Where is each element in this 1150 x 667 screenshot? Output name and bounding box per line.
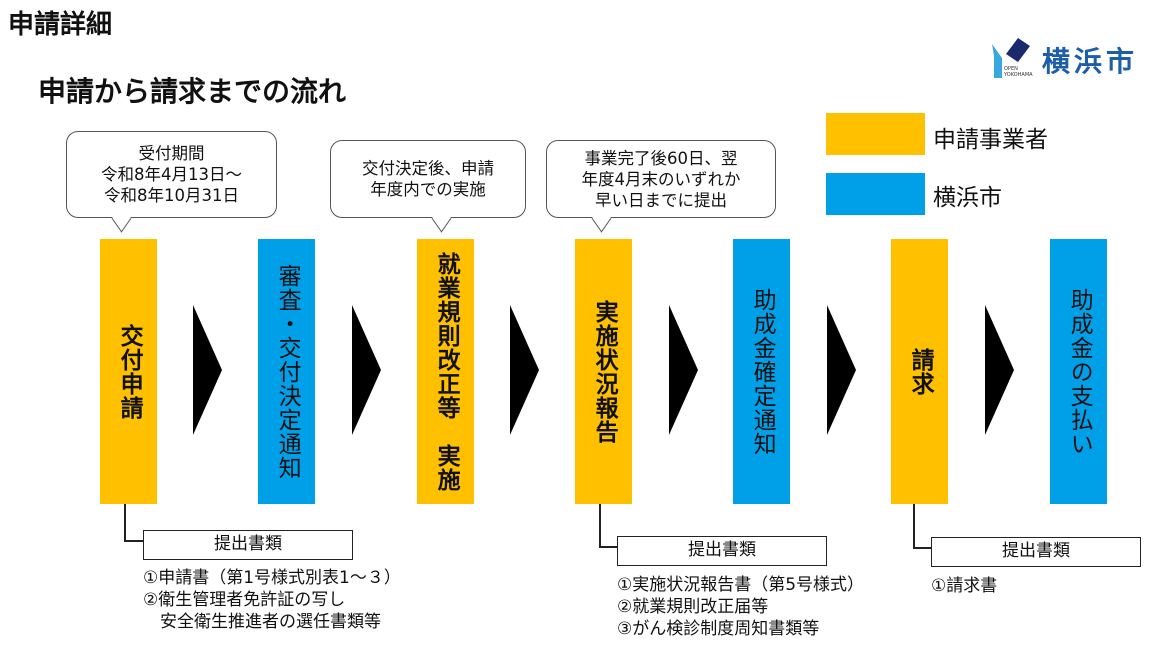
step-label: 交付申請 (116, 323, 143, 420)
step-claim: 請求 (891, 239, 948, 504)
connector-line (124, 540, 144, 542)
documents-list: ①請求書 (931, 575, 997, 597)
arrow-icon (352, 305, 381, 435)
arrow-icon (827, 305, 856, 435)
document-item: 安全衛生推進者の選任書類等 (143, 612, 381, 632)
arrow-icon (669, 305, 698, 435)
callout-line: 早い日までに提出 (595, 190, 727, 210)
legend-swatch-city (826, 173, 925, 215)
callout-line: 年度4月末のいずれか (581, 169, 741, 189)
step-label: 就業規則改正等 実施 (433, 251, 460, 492)
step-payment: 助成金の支払い (1050, 239, 1107, 504)
callout-report-deadline: 事業完了後60日、翌年度4月末のいずれか早い日までに提出 (546, 140, 776, 218)
connector-line (599, 504, 601, 548)
documents-header: 提出書類 (931, 537, 1141, 567)
step-status-report: 実施状況報告 (575, 239, 632, 504)
callout-line: 令和8年4月13日～ (101, 165, 242, 184)
callout-line: 交付決定後、申請 (362, 159, 494, 178)
step-implementation: 就業規則改正等 実施 (417, 239, 474, 504)
callout-application-period: 受付期間令和8年4月13日～ 令和8年10月31日 (66, 131, 277, 218)
arrow-icon (985, 305, 1014, 435)
callout-line: 受付期間 (138, 144, 205, 163)
connector-line (599, 546, 618, 548)
document-item: ②衛生管理者免許証の写し (143, 590, 346, 610)
callout-line: 令和8年10月31日 (104, 186, 239, 205)
callout-line: 年度内での実施 (370, 180, 486, 199)
documents-header: 提出書類 (143, 530, 353, 560)
legend-label-city: 横浜市 (933, 185, 1002, 211)
document-item: ①請求書 (931, 576, 998, 596)
step-review-notice: 審査・交付決定通知 (258, 239, 315, 504)
page-title: 申請詳細 (8, 10, 113, 40)
connector-line (124, 504, 126, 542)
document-item: ②就業規則改正届等 (617, 597, 769, 617)
svg-text:OPEN: OPEN (1004, 66, 1018, 72)
connector-line (913, 547, 932, 549)
step-application: 交付申請 (100, 239, 157, 504)
legend-swatch-applicant (826, 113, 925, 155)
yokohama-logo: OPEN YOKOHAMA 横浜市 (980, 36, 1145, 82)
callout-line: 事業完了後60日、翌 (584, 148, 738, 168)
flow-title: 申請から請求までの流れ (38, 75, 347, 108)
arrow-icon (193, 305, 222, 435)
step-label: 実施状況報告 (591, 299, 618, 444)
step-label: 助成金の支払い (1066, 287, 1093, 456)
document-item: ①実施状況報告書（第5号様式） (617, 575, 865, 595)
logo-city-name: 横浜市 (1042, 45, 1139, 78)
arrow-icon (510, 305, 539, 435)
svg-text:YOKOHAMA: YOKOHAMA (1003, 72, 1033, 78)
step-confirmation-notice: 助成金確定通知 (733, 239, 790, 504)
documents-list: ①申請書（第1号様式別表1～３）②衛生管理者免許証の写し 安全衛生推進者の選任書… (143, 567, 401, 633)
connector-line (913, 504, 915, 549)
step-label: 助成金確定通知 (749, 287, 776, 456)
open-yokohama-logo-icon: OPEN YOKOHAMA (992, 38, 1033, 78)
document-item: ③がん検診制度周知書類等 (617, 619, 820, 639)
legend-label-applicant: 申請事業者 (933, 127, 1048, 153)
document-item: ①申請書（第1号様式別表1～３） (143, 568, 401, 588)
documents-header: 提出書類 (617, 536, 827, 566)
step-label: 審査・交付決定通知 (274, 263, 301, 480)
callout-implementation-period: 交付決定後、申請年度内での実施 (330, 140, 526, 218)
step-label: 請求 (907, 347, 934, 396)
